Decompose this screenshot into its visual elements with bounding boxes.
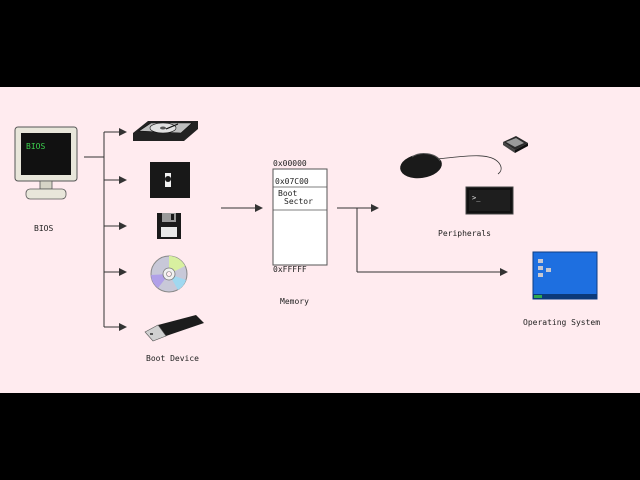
memory-start-address: 0x00000: [273, 159, 307, 168]
operating-system-label: Operating System: [523, 318, 601, 327]
memory-block: [272, 168, 328, 266]
peripherals-label: Peripherals: [438, 229, 491, 238]
terminal-prompt: >_: [472, 194, 481, 202]
memory-label: Memory: [280, 297, 309, 306]
bios-monitor-icon: BIOS: [14, 126, 78, 200]
memory-end-address: 0xFFFFF: [273, 265, 307, 274]
usb-drive-icon: [144, 315, 204, 342]
boot-sector-label-line1: Boot: [278, 189, 298, 198]
key-icon: [503, 136, 528, 153]
desktop-screen-icon: [532, 251, 598, 300]
terminal-icon: >_: [465, 186, 514, 215]
memory-connector: [337, 204, 508, 276]
bios-screen-text: BIOS: [26, 142, 45, 151]
diagram-svg: BIOS: [14, 121, 598, 342]
floppy-drive-icon: [150, 162, 190, 198]
mouse-icon: [400, 153, 502, 179]
boot-sector-label-line2: Sector: [284, 197, 313, 206]
cd-icon: [150, 255, 188, 293]
memory-boot-address: 0x07C00: [275, 177, 309, 186]
floppy-disk-icon: [157, 213, 181, 239]
bios-connector: [84, 128, 127, 331]
diagram-canvas: BIOS: [0, 87, 640, 393]
hard-drive-icon: [133, 121, 198, 141]
boot-device-label: Boot Device: [146, 354, 199, 363]
bios-label: BIOS: [34, 224, 54, 233]
